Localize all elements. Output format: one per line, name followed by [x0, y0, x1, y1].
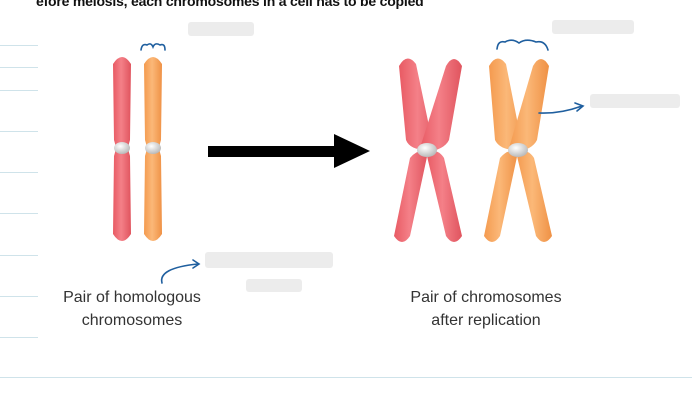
notebook-line [0, 90, 38, 91]
right-caption-line1: Pair of chromosomes [410, 289, 562, 306]
replicated-orange-chromosome [484, 58, 552, 242]
annotation-brace [496, 39, 549, 51]
notebook-line [0, 337, 38, 338]
process-arrow [208, 134, 370, 168]
notebook-line [0, 67, 38, 68]
centromere [508, 143, 528, 157]
left-caption: Pair of homologous chromosomes [52, 286, 212, 332]
centromere [114, 142, 130, 154]
replicated-red-chromosome [394, 58, 462, 242]
notebook-line [0, 131, 38, 132]
left-caption-line1: Pair of homologous [63, 289, 201, 306]
erased-smudge [552, 20, 634, 34]
right-caption: Pair of chromosomes after replication [393, 286, 579, 332]
notebook-line [0, 377, 692, 378]
annotation-arrowhead [192, 259, 201, 269]
erased-smudge [590, 94, 680, 108]
header-text: efore meiosis, each chromosomes in a cel… [36, 0, 424, 9]
notebook-line [0, 172, 38, 173]
annotation-arrow [160, 263, 199, 284]
notebook-line [0, 296, 38, 297]
annotation-arrowhead [574, 102, 585, 112]
notebook-line [0, 255, 38, 256]
erased-smudge [205, 252, 333, 268]
centromere [145, 142, 161, 154]
annotation-brace [140, 43, 166, 51]
erased-smudge [188, 22, 254, 36]
centromere [417, 143, 437, 157]
annotation-arrow [538, 105, 583, 114]
erased-smudge [246, 279, 302, 292]
notebook-line [0, 45, 38, 46]
right-caption-line2: after replication [431, 312, 541, 329]
left-caption-line2: chromosomes [81, 312, 183, 329]
notebook-line [0, 213, 38, 214]
